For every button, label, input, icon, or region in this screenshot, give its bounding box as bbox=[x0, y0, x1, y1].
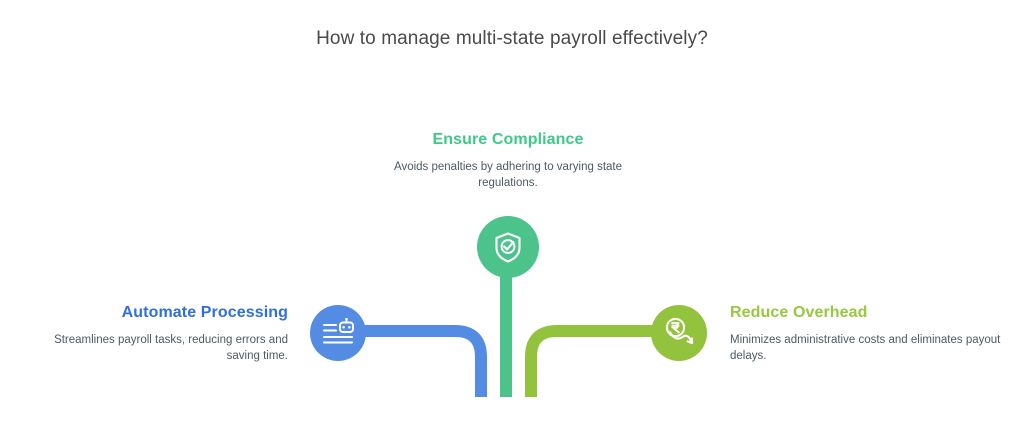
block-heading-overhead: Reduce Overhead bbox=[730, 304, 868, 321]
robot-document-glyph bbox=[322, 318, 354, 344]
connector-automate bbox=[364, 325, 487, 397]
block-description-overhead: Minimizes administrative costs and elimi… bbox=[730, 334, 1001, 362]
block-description-automate: Streamlines payroll tasks, reducing erro… bbox=[54, 334, 288, 362]
page-title: How to manage multi-state payroll effect… bbox=[316, 28, 708, 49]
block-heading-compliance: Ensure Compliance bbox=[432, 131, 584, 148]
block-ensure-compliance: Ensure Compliance Avoids penalties by ad… bbox=[372, 130, 644, 191]
rupee-down-arrow-glyph bbox=[665, 317, 694, 345]
rupee-down-arrow-icon[interactable] bbox=[651, 305, 707, 361]
block-automate-processing: Automate Processing Streamlines payroll … bbox=[20, 303, 288, 364]
block-description-compliance: Avoids penalties by adhering to varying … bbox=[393, 161, 622, 189]
robot-document-icon[interactable] bbox=[310, 305, 366, 361]
block-reduce-overhead: Reduce Overhead Minimizes administrative… bbox=[730, 303, 1002, 364]
shield-check-icon[interactable] bbox=[477, 216, 539, 278]
connector-overhead bbox=[525, 325, 653, 397]
shield-check-glyph bbox=[495, 232, 521, 263]
block-heading-automate: Automate Processing bbox=[121, 304, 288, 321]
